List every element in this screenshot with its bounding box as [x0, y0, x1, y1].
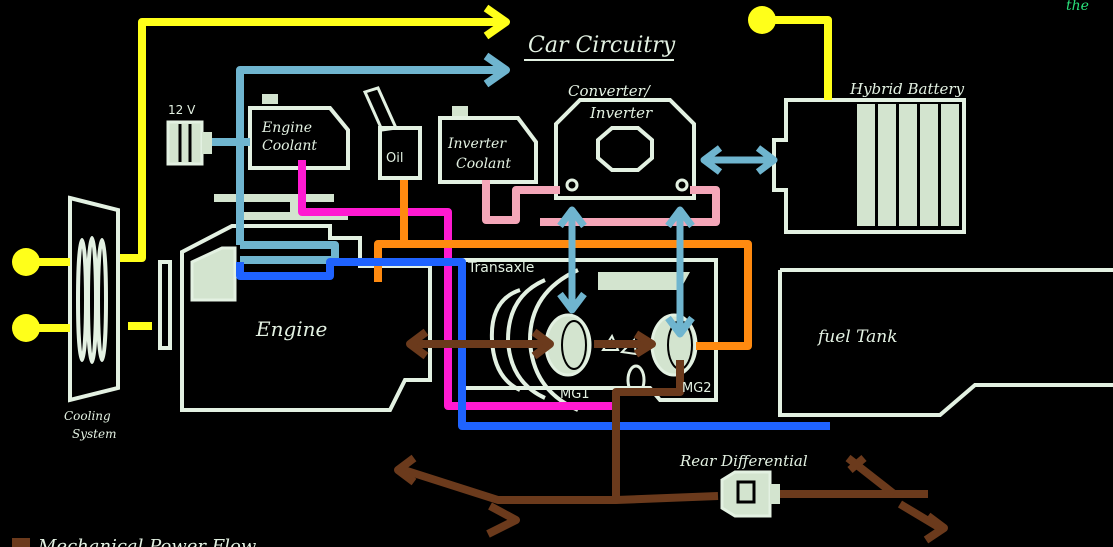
inverter-coolant-line	[482, 180, 720, 226]
engine-coolant-line	[298, 160, 616, 410]
inverter-label: Inverter	[589, 104, 653, 122]
mg2-label: MG2	[682, 381, 712, 396]
corner-text: the	[1066, 0, 1089, 14]
fuel-tank	[778, 268, 1113, 417]
battery-terminal	[748, 6, 776, 34]
oil-label: Oil	[386, 151, 403, 166]
oil-tank	[362, 86, 422, 180]
cooling-system-label-2: System	[72, 427, 116, 441]
inverter-coolant-label-1: Inverter	[447, 136, 507, 152]
engine-coolant-label-1: Engine	[261, 120, 312, 136]
car-circuitry-wire	[38, 4, 832, 332]
crank-pulley	[158, 260, 172, 350]
engine-coolant-flow	[212, 52, 510, 264]
mg1-label: MG1	[560, 387, 590, 402]
mg1	[544, 313, 592, 377]
legend-swatch-mechanical	[12, 538, 30, 547]
fuel-tank-label: fuel Tank	[816, 327, 898, 347]
transaxle-label: Transaxle	[467, 260, 534, 276]
converter-inverter	[554, 98, 696, 200]
engine	[180, 194, 432, 412]
inverter-coolant-label-2: Coolant	[456, 156, 511, 172]
rear-differential-label: Rear Differential	[679, 452, 808, 470]
cooling-input-bottom	[12, 314, 40, 342]
cooling-system	[68, 195, 120, 403]
coolant-return-line	[236, 258, 830, 430]
hybrid-battery-label: Hybrid Battery	[849, 80, 965, 98]
hybrid-battery	[772, 98, 966, 234]
mechanical-power-flow	[394, 328, 948, 544]
cooling-input-top	[12, 248, 40, 276]
rear-differential	[720, 470, 780, 518]
car-circuitry-label: Car Circuitry	[528, 33, 676, 58]
engine-label: Engine	[255, 317, 327, 341]
engine-coolant-label-2: Coolant	[262, 138, 317, 154]
cooling-system-label-1: Cooling	[64, 409, 111, 423]
legend-mechanical-label: Mechanical Power Flow	[37, 536, 257, 547]
battery-12v	[166, 120, 212, 166]
converter-label: Converter/	[568, 82, 652, 100]
inverter-coolant-tank	[438, 106, 538, 184]
electrical-links	[557, 145, 778, 338]
engine-coolant-tank	[248, 94, 350, 170]
battery-12v-label: 12 V	[168, 103, 196, 117]
